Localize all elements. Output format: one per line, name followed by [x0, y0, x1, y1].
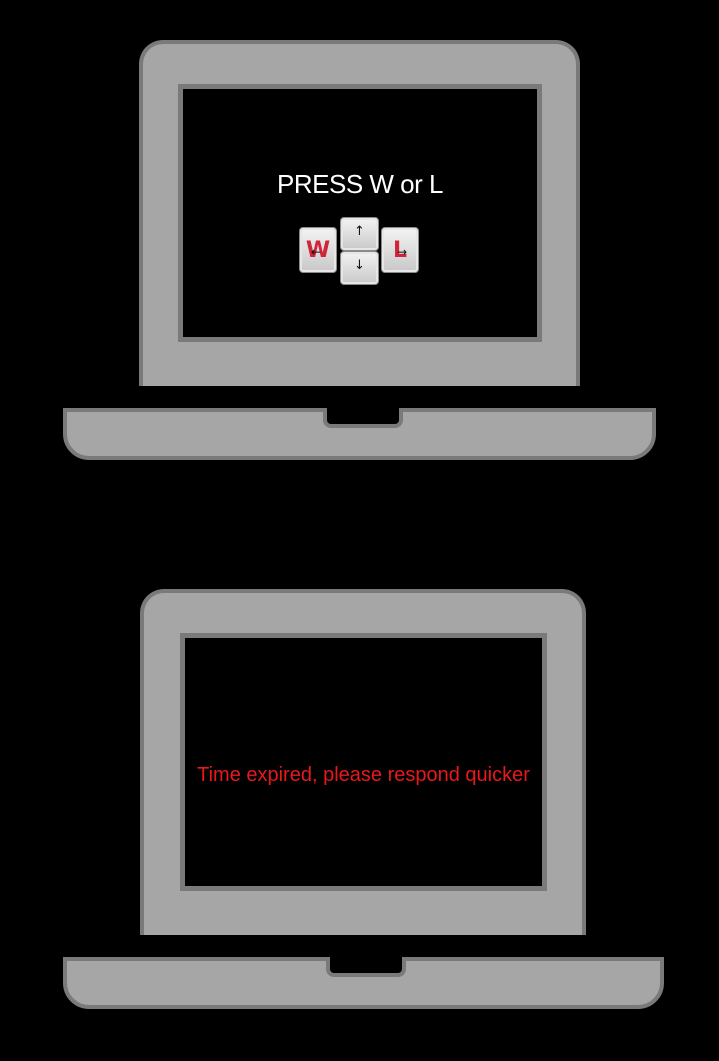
right-arrow-icon: →	[397, 245, 408, 259]
laptop-base	[63, 957, 664, 1009]
laptop-notch	[323, 408, 403, 428]
w-key-label: W	[305, 238, 331, 263]
laptop-base	[63, 408, 656, 460]
w-key: W ←	[299, 227, 337, 273]
laptop-screen: Time expired, please respond quicker	[180, 633, 547, 891]
left-arrow-icon: ←	[311, 245, 322, 259]
press-prompt: PRESS W or L	[277, 169, 443, 199]
laptop-screen: PRESS W or L W ← ↑ ↓ L →	[178, 84, 542, 342]
up-arrow-icon: ↑	[354, 224, 365, 239]
keyboard-keys-icon: W ← ↑ ↓ L →	[299, 217, 421, 287]
up-arrow-key: ↑	[340, 217, 379, 251]
down-arrow-key: ↓	[340, 251, 379, 285]
l-key: L →	[381, 227, 419, 273]
l-key-label: L	[392, 238, 408, 263]
down-arrow-icon: ↓	[354, 258, 365, 273]
timeout-message: Time expired, please respond quicker	[197, 764, 530, 786]
laptop-notch	[326, 957, 406, 977]
